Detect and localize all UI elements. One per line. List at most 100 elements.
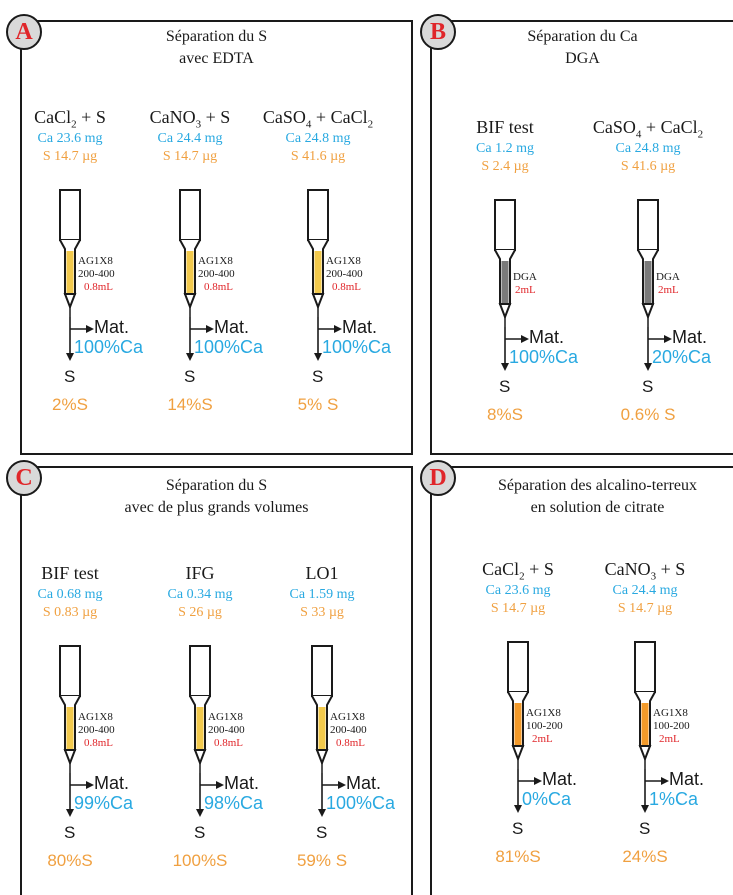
compound-name: BIF test	[41, 563, 99, 583]
s-fraction-label: S	[194, 823, 206, 842]
calcium-amount: Ca 24.8 mg	[285, 131, 351, 146]
s-percent: 81%S	[495, 847, 541, 866]
matrix-label: Mat.	[542, 769, 578, 789]
resin-mesh: 200-400	[330, 724, 367, 736]
resin-mesh: 200-400	[198, 268, 235, 280]
compound-name: CaNO3 + S	[149, 107, 231, 131]
calcium-percent: 100%Ca	[322, 337, 392, 357]
eluent-volume: 0.8mL	[84, 281, 114, 293]
panel-badge-b: B	[420, 14, 456, 50]
eluent-volume: 2mL	[515, 284, 536, 296]
matrix-label: Mat.	[214, 317, 250, 337]
s-fraction-label: S	[512, 819, 524, 838]
s-amount: S 14.7 µg	[490, 601, 546, 616]
s-percent: 14%S	[167, 395, 213, 414]
s-fraction-label: S	[184, 367, 196, 386]
eluent-volume: 0.8mL	[204, 281, 234, 293]
panel-title-line1: Séparation du S	[165, 477, 268, 494]
eluent-volume: 0.8mL	[84, 737, 114, 749]
panel-title-line2: DGA	[565, 50, 600, 67]
calcium-percent: 100%Ca	[326, 793, 396, 813]
s-amount: S 14.7 µg	[162, 149, 218, 164]
resin-mesh: 200-400	[78, 268, 115, 280]
s-amount: S 2.4 µg	[481, 159, 529, 174]
compound-name: CaSO4 + CaCl2	[592, 117, 704, 141]
chromatography-column-icon	[634, 641, 669, 813]
s-fraction-label: S	[64, 823, 76, 842]
s-fraction-label: S	[312, 367, 324, 386]
eluent-volume: 2mL	[658, 284, 679, 296]
panel-title-line2: avec de plus grands volumes	[124, 499, 309, 516]
formula-subscript: 2	[697, 128, 704, 141]
chromatography-column-icon	[311, 645, 346, 817]
resin-name: DGA	[513, 271, 537, 283]
resin-mesh: 200-400	[326, 268, 363, 280]
panel-title-line1: Séparation des alcalino-terreux	[497, 477, 698, 494]
s-percent: 100%S	[172, 851, 228, 870]
matrix-label: Mat.	[94, 317, 130, 337]
s-percent: 5% S	[297, 395, 339, 414]
s-amount: S 26 µg	[178, 605, 222, 620]
panel-badge-c: C	[6, 460, 42, 496]
compound-name: LO1	[305, 563, 339, 583]
formula-subscript: 4	[305, 118, 312, 131]
resin-name: AG1X8	[526, 707, 561, 719]
chromatography-column-icon	[637, 199, 672, 371]
calcium-percent: 100%Ca	[194, 337, 264, 357]
calcium-amount: Ca 1.2 mg	[476, 141, 534, 156]
s-percent: 59% S	[296, 851, 348, 870]
s-amount: S 14.7 µg	[42, 149, 98, 164]
calcium-amount: Ca 24.4 mg	[157, 131, 223, 146]
resin-name: AG1X8	[326, 255, 361, 267]
calcium-amount: Ca 23.6 mg	[37, 131, 103, 146]
chromatography-column-icon	[59, 645, 94, 817]
eluent-volume: 0.8mL	[336, 737, 366, 749]
panel-c: Séparation du S avec de plus grands volu…	[20, 466, 413, 895]
calcium-amount: Ca 23.6 mg	[485, 583, 551, 598]
chromatography-column-icon	[59, 189, 94, 361]
chromatography-column-icon	[494, 199, 529, 371]
panel-badge-d: D	[420, 460, 456, 496]
panel-badge-a: A	[6, 14, 42, 50]
matrix-label: Mat.	[342, 317, 378, 337]
resin-mesh: 200-400	[208, 724, 245, 736]
resin-mesh: 100-200	[653, 720, 690, 732]
formula-subscript: 2	[367, 118, 374, 131]
calcium-percent: 0%Ca	[522, 789, 572, 809]
matrix-label: Mat.	[224, 773, 260, 793]
calcium-percent: 20%Ca	[652, 347, 712, 367]
resin-name: AG1X8	[208, 711, 243, 723]
resin-name: DGA	[656, 271, 680, 283]
calcium-amount: Ca 24.4 mg	[612, 583, 678, 598]
resin-name: AG1X8	[198, 255, 233, 267]
resin-mesh: 100-200	[526, 720, 563, 732]
s-percent: 2%S	[52, 395, 88, 414]
eluent-volume: 2mL	[532, 733, 553, 745]
s-amount: S 41.6 µg	[620, 159, 676, 174]
s-amount: S 14.7 µg	[617, 601, 673, 616]
formula-subscript: 3	[195, 118, 202, 131]
compound-name: BIF test	[476, 117, 534, 137]
chromatography-column-icon	[189, 645, 224, 817]
s-percent: 24%S	[622, 847, 668, 866]
eluent-volume: 0.8mL	[332, 281, 362, 293]
s-percent: 8%S	[487, 405, 523, 424]
calcium-amount: Ca 24.8 mg	[615, 141, 681, 156]
s-fraction-label: S	[639, 819, 651, 838]
panel-title-line1: Séparation du Ca	[527, 28, 638, 45]
calcium-percent: 100%Ca	[509, 347, 579, 367]
calcium-percent: 1%Ca	[649, 789, 699, 809]
resin-name: AG1X8	[330, 711, 365, 723]
eluent-volume: 0.8mL	[214, 737, 244, 749]
calcium-percent: 99%Ca	[74, 793, 134, 813]
formula-subscript: 3	[650, 570, 657, 583]
panel-d: Séparation des alcalino-terreux en solut…	[430, 466, 733, 895]
panel-title-line1: Séparation du S	[165, 28, 268, 45]
